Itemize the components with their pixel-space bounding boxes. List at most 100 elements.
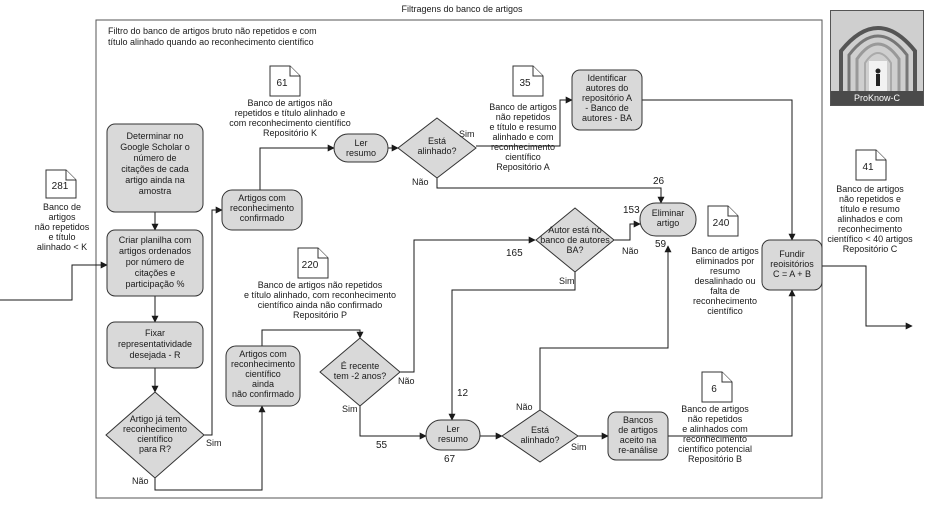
text-line: aceito na xyxy=(620,435,657,445)
frame-caption: Filtro do banco de artigos bruto não rep… xyxy=(108,26,317,47)
logo-label: ProKnow-C xyxy=(831,91,923,105)
text-line: Artigos com xyxy=(238,193,286,203)
document-number: 61 xyxy=(276,78,288,89)
edge-label-nao: Não xyxy=(132,476,149,486)
text-line: Autor está no xyxy=(548,225,602,235)
text-line: Repositório A xyxy=(496,162,550,172)
text-line: tem -2 anos? xyxy=(334,371,387,381)
text-line: e título xyxy=(48,232,75,242)
page-title: Filtragens do banco de artigos xyxy=(401,4,523,14)
count-12: 12 xyxy=(457,388,469,399)
text-line: re-análise xyxy=(618,445,658,455)
text-line: resumo xyxy=(438,434,468,444)
text-line: Artigos com xyxy=(239,349,287,359)
text-line: Banco de artigos xyxy=(691,246,759,256)
text-line: científico xyxy=(245,369,281,379)
text-line: alinhado e com xyxy=(492,132,553,142)
text-line: artigos xyxy=(48,212,76,222)
text-line: autores do xyxy=(586,83,629,93)
text-line: Banco de artigos não repetidos xyxy=(258,280,383,290)
text-line: repetidos e título alinhado e xyxy=(235,108,346,118)
text-line: Identificar xyxy=(587,73,626,83)
text-line: título e resumo xyxy=(840,204,900,214)
text-line: alinhado < K xyxy=(37,242,87,252)
text-line: número de xyxy=(133,153,176,163)
text-line: não repetidos xyxy=(688,414,743,424)
text-line: reoisitórios xyxy=(770,259,814,269)
text-line: resumo xyxy=(346,148,376,158)
text-line: Ler xyxy=(354,138,367,148)
edge-label-sim: Sim xyxy=(459,129,475,139)
text-line: Fixar xyxy=(145,328,165,338)
text-line: alinhados e com xyxy=(837,214,903,224)
edge-label-nao: Não xyxy=(412,177,429,187)
edge-label-sim: Sim xyxy=(571,442,587,452)
document-number: 41 xyxy=(862,162,874,173)
text-line: científico potencial xyxy=(678,444,752,454)
text-line: BA? xyxy=(566,245,583,255)
connectors xyxy=(0,96,913,491)
text-line: artigo xyxy=(657,218,680,228)
text-line: Repositório K xyxy=(263,128,317,138)
text-line: para R? xyxy=(139,444,171,454)
text-line: e alinhados com xyxy=(682,424,748,434)
document-number: 240 xyxy=(713,218,730,229)
text-line: e título e resumo xyxy=(489,122,556,132)
text-line: Está xyxy=(428,136,446,146)
document-number: 35 xyxy=(519,78,531,89)
text-line: representatividade xyxy=(118,339,192,349)
text-line: reconhecimento xyxy=(693,296,757,306)
edge-label-nao: Não xyxy=(516,402,533,412)
text-line: artigo ainda na xyxy=(125,175,185,185)
text-line: É recente xyxy=(341,361,380,371)
text-line: científico xyxy=(137,434,173,444)
text-line: não repetidos xyxy=(496,112,551,122)
text-line: Determinar no xyxy=(126,131,183,141)
text-line: científico ainda não confirmado xyxy=(258,300,383,310)
text-line: Google Scholar o xyxy=(120,142,190,152)
text-line: falta de xyxy=(710,286,740,296)
text-line: reconhecimento xyxy=(231,359,295,369)
text-line: Está xyxy=(531,425,549,435)
text-line: Filtro do banco de artigos bruto não rep… xyxy=(108,26,317,36)
text-line: e título alinhado, com reconhecimento xyxy=(244,290,396,300)
text-line: eliminados por xyxy=(696,256,755,266)
text-line: científico xyxy=(707,306,743,316)
edge-label-nao: Não xyxy=(398,376,415,386)
text-line: Repositório P xyxy=(293,310,347,320)
text-line: título alinhado quando ao reconhecimento… xyxy=(108,37,314,47)
edge-labels: Sim Não Sim Não Não Sim Sim Não Não Sim xyxy=(132,129,639,486)
archway-icon xyxy=(831,11,923,93)
text-line: científico < 40 artigos xyxy=(827,234,913,244)
text-line: reconhecimento xyxy=(123,424,187,434)
text-line: desalinhado ou xyxy=(694,276,755,286)
